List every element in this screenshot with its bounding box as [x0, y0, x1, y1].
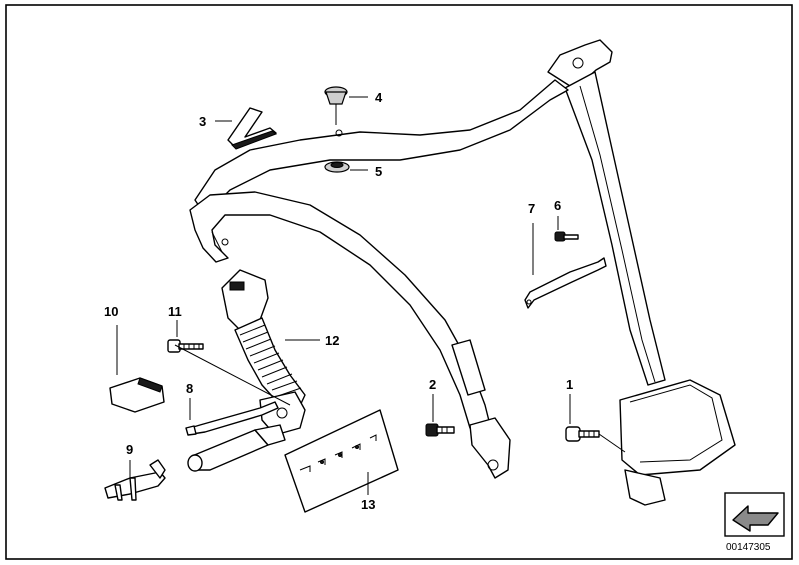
callout-11: 11 — [168, 304, 182, 319]
part-12-buckle — [174, 269, 306, 472]
callout-4: 4 — [375, 90, 383, 105]
callout-7: 7 — [528, 201, 535, 216]
part-7-bracket — [524, 257, 607, 309]
part-13-label-card — [284, 409, 399, 513]
part-2-bolt — [425, 423, 455, 437]
callout-10: 10 — [104, 304, 118, 319]
part-11-bolt — [167, 339, 204, 353]
part-10-cover — [109, 377, 165, 413]
callout-1: 1 — [566, 377, 573, 392]
callout-8: 8 — [186, 381, 193, 396]
callout-3: 3 — [199, 114, 206, 129]
reference-number: 00147305 — [726, 542, 771, 553]
part-6-bolt — [554, 231, 579, 242]
part-9-clip — [104, 459, 166, 501]
diagram-frame — [5, 4, 793, 560]
callout-12: 12 — [325, 333, 339, 348]
callout-2: 2 — [429, 377, 436, 392]
part-4-cap — [324, 86, 348, 125]
callout-6: 6 — [554, 198, 561, 213]
callout-13: 13 — [361, 497, 375, 512]
callout-5: 5 — [375, 164, 382, 179]
part-1-bolt — [565, 426, 626, 453]
part-retractor-strap — [194, 39, 736, 506]
part-3-belt-guide — [227, 107, 278, 150]
part-5-washer — [324, 161, 350, 173]
part-lower-belt — [189, 191, 511, 479]
arrow-down-left-icon — [724, 492, 785, 537]
callout-9: 9 — [126, 442, 133, 457]
part-8-cable — [185, 401, 279, 436]
